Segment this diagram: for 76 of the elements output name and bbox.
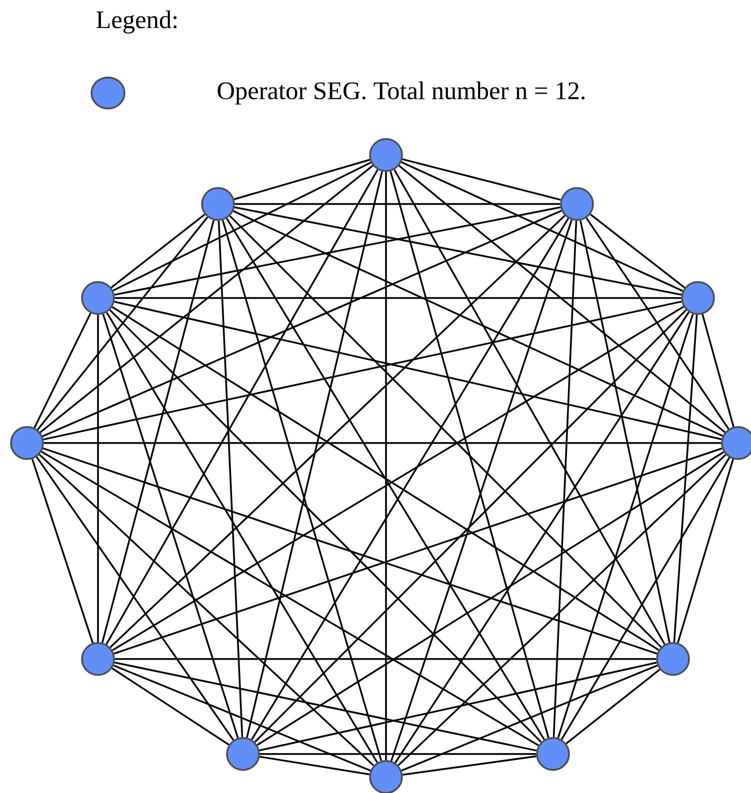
connection-line [42,210,562,438]
operator-circle [369,138,403,172]
connection-line [110,214,206,288]
connection-line [394,169,666,645]
connection-line [222,220,382,762]
connection-line [260,753,536,755]
connection-line [402,158,561,201]
operator-circle [81,642,115,676]
connection-line [259,662,657,752]
connection-line [552,220,578,738]
connection-line [390,171,550,738]
operator-circle [10,426,44,460]
connection-line [114,300,722,440]
connection-line [114,297,682,299]
connection-line [44,442,722,444]
connection-line [43,300,682,440]
connection-line [41,450,539,746]
connection-line [677,458,734,644]
connection-line [586,218,730,430]
operator-circle [81,281,115,315]
connection-line [256,451,724,746]
connection-line [42,448,658,654]
connection-line [38,454,374,766]
connection-line [402,755,536,776]
connection-line [590,214,686,288]
connection-line [106,169,378,645]
operator-circle [201,187,235,221]
connection-line [580,220,670,643]
connection-line [112,162,372,292]
connection-line [112,668,230,746]
operator-circle [681,281,715,315]
connection-line [36,456,234,741]
legend-heading: Legend: [96,10,177,34]
connection-line [40,164,374,434]
operator-circle [560,187,594,221]
connection-line [114,206,561,296]
connection-line [401,664,658,772]
connection-line [702,314,734,427]
connection-line [385,172,387,760]
connection-line [234,206,682,296]
connection-line [398,165,726,433]
connection-line [400,161,684,292]
connection-line [97,314,99,642]
operator-circle [656,642,690,676]
connection-line [254,309,687,743]
connection-line [114,658,656,660]
operator-circle [369,760,403,793]
connection-line [101,220,215,643]
connection-line [232,210,724,437]
legend-text: Operator SEG. Total number n = 12. [218,82,585,104]
connection-line [114,662,537,752]
connection-line [218,220,244,738]
connection-line [560,457,730,740]
connection-line [34,312,92,428]
connection-line [106,312,378,763]
operator-circle [536,737,570,771]
connection-line [109,309,542,743]
connection-line [566,668,660,744]
connection-line [114,448,722,654]
operator-circle [226,737,260,771]
connection-line [390,220,572,762]
connection-line [673,314,698,642]
connection-line [260,756,370,776]
connection-line [394,312,690,764]
connection-line [110,214,566,648]
connection-line [557,314,694,738]
connection-line [102,314,239,738]
operator-circle [721,426,751,460]
connection-line [234,203,560,205]
connection-line [398,454,726,766]
connection-line [246,171,383,738]
connection-line [36,216,208,430]
connection-line [31,458,94,644]
connection-line [234,158,370,200]
connection-line [229,215,662,648]
connection-line [113,664,371,772]
